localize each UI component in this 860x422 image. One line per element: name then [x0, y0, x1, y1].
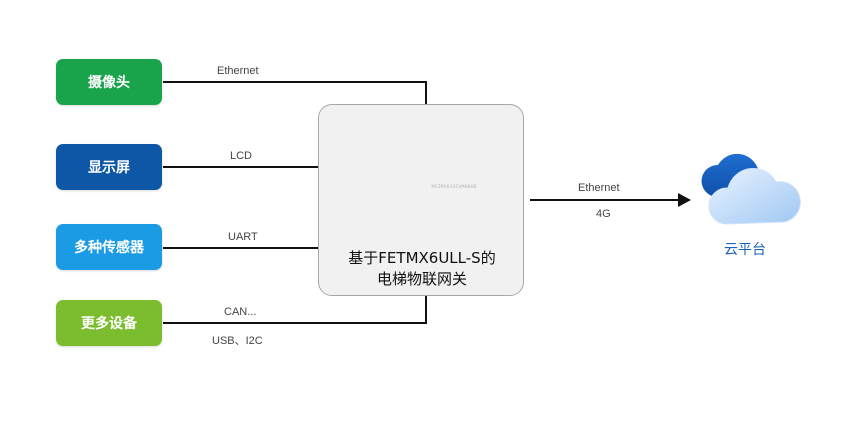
cloud-icon [701, 153, 801, 225]
hub-title-line2: 电梯物联网关 [376, 270, 467, 288]
device-sensors: 多种传感器 [56, 224, 162, 270]
label-uplink-4g: 4G [596, 208, 611, 220]
cloud-label: 云平台 [724, 242, 766, 258]
gateway-hub: 基于FETMX6ULL-S的 电梯物联网关 [318, 104, 524, 296]
label-lcd: LCD [230, 150, 253, 162]
ethernet-line [163, 81, 427, 104]
uplink-arrowhead [678, 193, 691, 207]
device-display: 显示屏 [56, 144, 162, 190]
hub-title-line1: 基于FETMX6ULL-S的 [348, 249, 496, 267]
device-more: 更多设备 [56, 300, 162, 346]
label-ethernet: Ethernet [217, 65, 259, 77]
label-can: CAN... [224, 306, 257, 318]
label-usb-i2c: USB、I2C [212, 335, 263, 347]
can-line [163, 296, 427, 324]
device-camera: 摄像头 [56, 59, 162, 105]
label-uart: UART [228, 231, 258, 243]
label-uplink-ethernet: Ethernet [578, 182, 620, 194]
chip-marking: MCIMX6Y2CVM08AB [431, 184, 477, 190]
